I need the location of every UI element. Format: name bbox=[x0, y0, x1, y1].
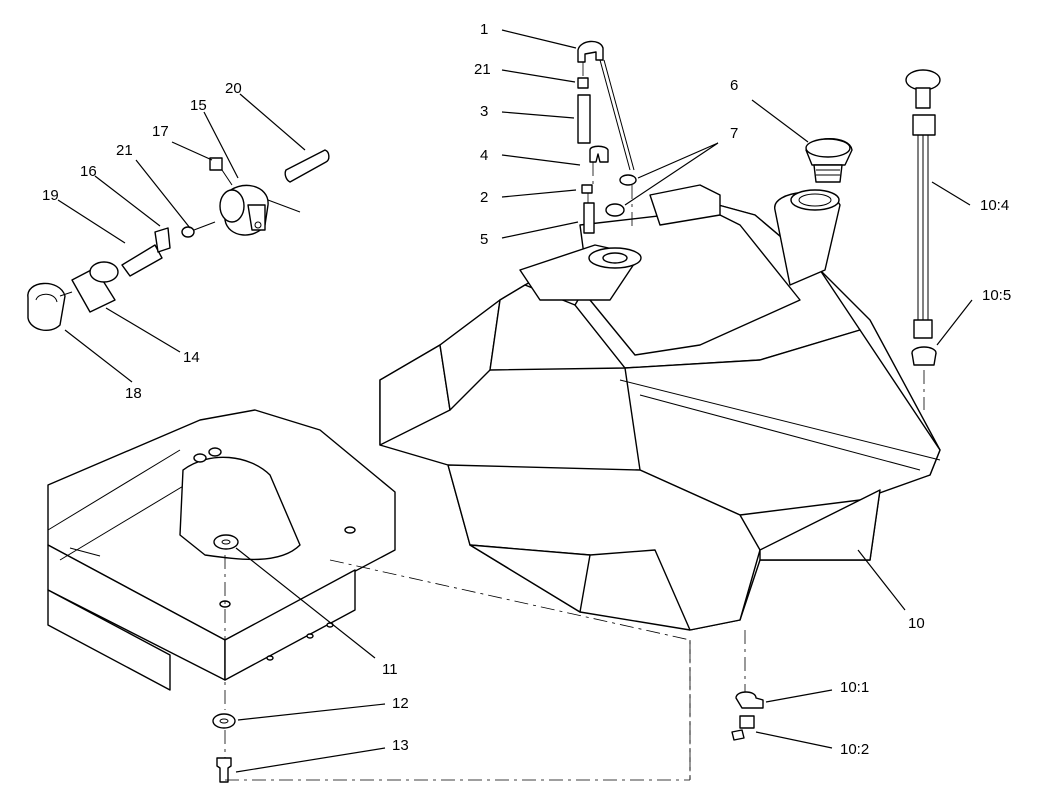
callout-21-filter: 21 bbox=[116, 142, 133, 159]
callout-21-vent: 21 bbox=[474, 61, 491, 78]
leader-lines bbox=[57, 29, 973, 773]
callout-13: 13 bbox=[392, 737, 409, 754]
callout-5: 5 bbox=[480, 231, 488, 248]
callout-17: 17 bbox=[152, 123, 169, 140]
callout-7: 7 bbox=[730, 125, 738, 142]
callout-6: 6 bbox=[730, 77, 738, 94]
drain-valve-assembly bbox=[731, 630, 764, 741]
callout-14: 14 bbox=[183, 349, 200, 366]
callout-20: 20 bbox=[225, 80, 242, 97]
callout-11: 11 bbox=[382, 661, 398, 678]
callout-10: 10 bbox=[908, 615, 925, 632]
fuel-tank bbox=[379, 184, 941, 631]
fuel-gauge-sender bbox=[905, 69, 941, 410]
callout-labels: 1 21 3 4 2 5 6 7 10:4 10:5 10 10:1 10:2 … bbox=[42, 21, 1011, 758]
center-lines bbox=[225, 559, 691, 781]
callout-10-1: 10:1 bbox=[840, 679, 869, 696]
fuel-filter-assembly bbox=[27, 149, 330, 332]
callout-10-4: 10:4 bbox=[980, 197, 1009, 214]
callout-19: 19 bbox=[42, 187, 59, 204]
mount-hardware bbox=[212, 534, 239, 783]
vent-tube-assembly bbox=[577, 40, 637, 234]
callout-4: 4 bbox=[480, 147, 488, 164]
callout-3: 3 bbox=[480, 103, 488, 120]
callout-10-5: 10:5 bbox=[982, 287, 1011, 304]
callout-1: 1 bbox=[480, 21, 488, 38]
callout-15: 15 bbox=[190, 97, 207, 114]
callout-18: 18 bbox=[125, 385, 142, 402]
fuel-cap bbox=[805, 138, 853, 183]
callout-12: 12 bbox=[392, 695, 409, 712]
frame-plate bbox=[47, 409, 396, 691]
callout-10-2: 10:2 bbox=[840, 741, 869, 758]
callout-16: 16 bbox=[80, 163, 97, 180]
callout-2: 2 bbox=[480, 189, 488, 206]
